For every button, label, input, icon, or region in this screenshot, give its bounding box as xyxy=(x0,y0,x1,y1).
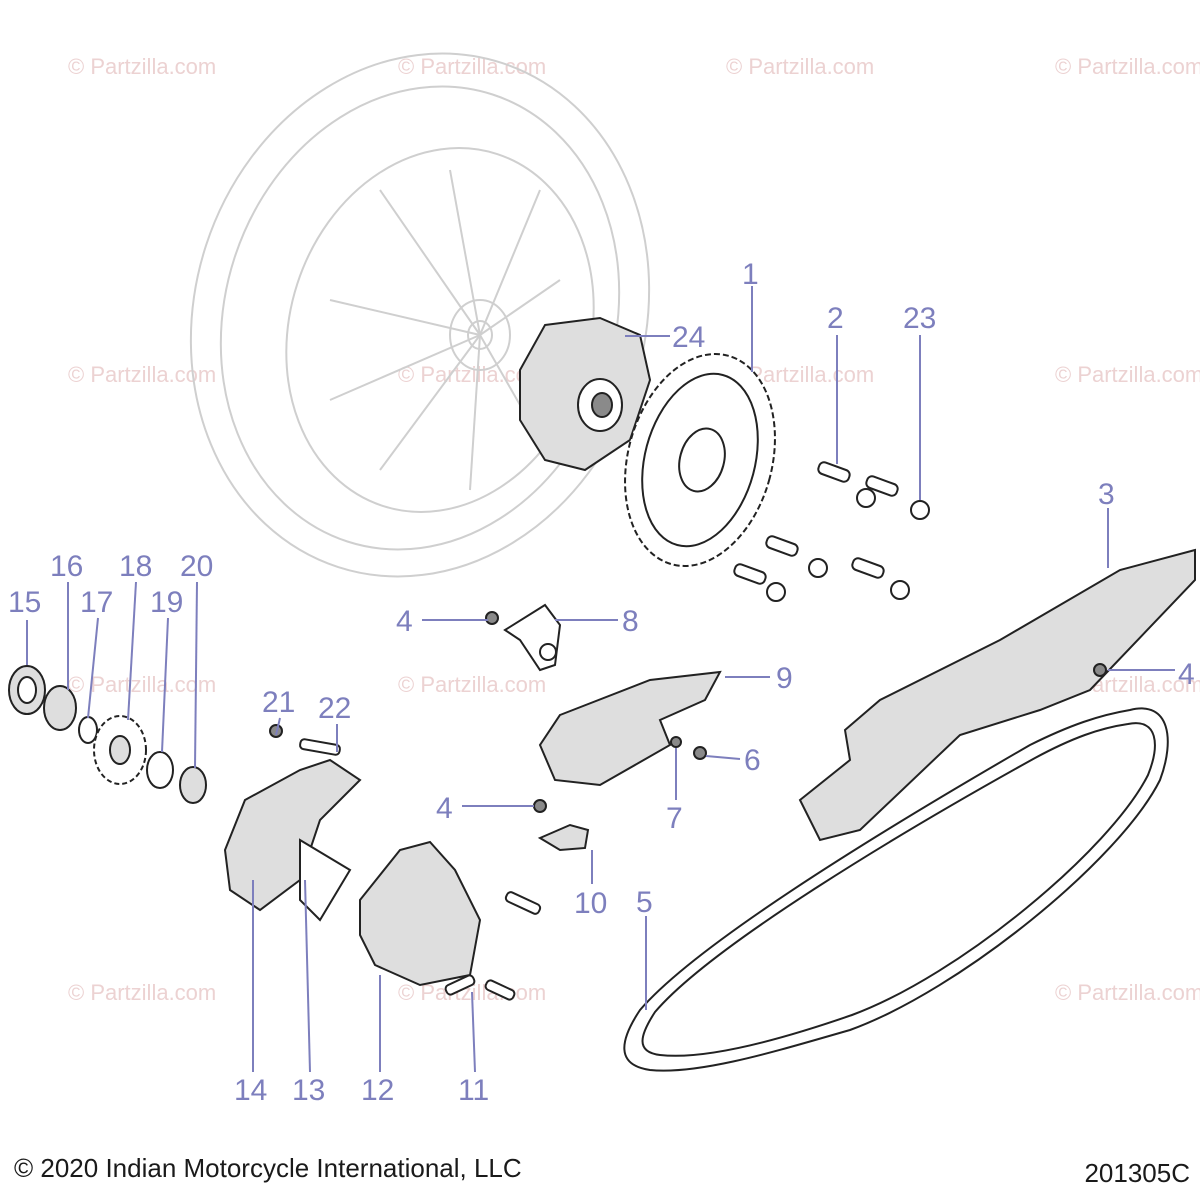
studs-and-nuts[interactable] xyxy=(733,461,930,602)
callout-9[interactable]: 9 xyxy=(776,662,793,695)
watermark: © Partzilla.com xyxy=(398,672,546,697)
callout-7[interactable]: 7 xyxy=(666,802,683,835)
callouts: 1 2 23 24 3 4 8 4 9 6 7 4 10 5 15 16 17 … xyxy=(8,258,1195,1107)
callout-1[interactable]: 1 xyxy=(742,258,759,291)
watermark: © Partzilla.com xyxy=(726,54,874,79)
callout-20[interactable]: 20 xyxy=(180,550,213,583)
callout-11[interactable]: 11 xyxy=(458,1074,489,1107)
callout-5[interactable]: 5 xyxy=(636,886,653,919)
callout-2[interactable]: 2 xyxy=(827,302,844,335)
belt-guide[interactable] xyxy=(538,670,722,787)
watermark: © Partzilla.com xyxy=(398,54,546,79)
callout-6[interactable]: 6 xyxy=(744,744,761,777)
callout-22[interactable]: 22 xyxy=(318,692,351,725)
callout-17[interactable]: 17 xyxy=(80,586,113,619)
callout-14[interactable]: 14 xyxy=(234,1074,267,1107)
watermark: © Partzilla.com xyxy=(1055,54,1200,79)
rear-wheel xyxy=(189,52,651,578)
sprocket-cover-assembly[interactable] xyxy=(223,738,542,1001)
chain-guard[interactable] xyxy=(798,548,1196,842)
watermark: © Partzilla.com xyxy=(68,980,216,1005)
sprocket-carrier[interactable] xyxy=(519,316,652,472)
leader-lines xyxy=(26,286,1175,1073)
sensor[interactable] xyxy=(537,823,590,852)
drive-belt[interactable] xyxy=(623,707,1169,1072)
callout-12[interactable]: 12 xyxy=(361,1074,394,1107)
callout-10[interactable]: 10 xyxy=(574,887,607,920)
callout-19[interactable]: 19 xyxy=(150,586,183,619)
diagram-code: 201305C xyxy=(1084,1158,1190,1188)
callout-4b[interactable]: 4 xyxy=(1178,658,1195,691)
callout-18[interactable]: 18 xyxy=(119,550,152,583)
callout-3[interactable]: 3 xyxy=(1098,478,1115,511)
bracket[interactable] xyxy=(503,603,562,672)
callout-4c[interactable]: 4 xyxy=(436,792,453,825)
callout-15[interactable]: 15 xyxy=(8,586,41,619)
watermark: © Partzilla.com xyxy=(1055,362,1200,387)
callout-13[interactable]: 13 xyxy=(292,1074,325,1107)
watermark: © Partzilla.com xyxy=(1055,980,1200,1005)
callout-24[interactable]: 24 xyxy=(672,321,705,354)
watermark: © Partzilla.com xyxy=(68,54,216,79)
callout-16[interactable]: 16 xyxy=(50,550,83,583)
callout-8[interactable]: 8 xyxy=(622,605,639,638)
callout-4a[interactable]: 4 xyxy=(396,605,413,638)
callout-21[interactable]: 21 xyxy=(262,686,295,719)
copyright-text: © 2020 Indian Motorcycle International, … xyxy=(14,1153,522,1183)
rear-sprocket[interactable] xyxy=(603,337,798,583)
front-sprocket-stack[interactable] xyxy=(8,665,207,804)
callout-23[interactable]: 23 xyxy=(903,302,936,335)
